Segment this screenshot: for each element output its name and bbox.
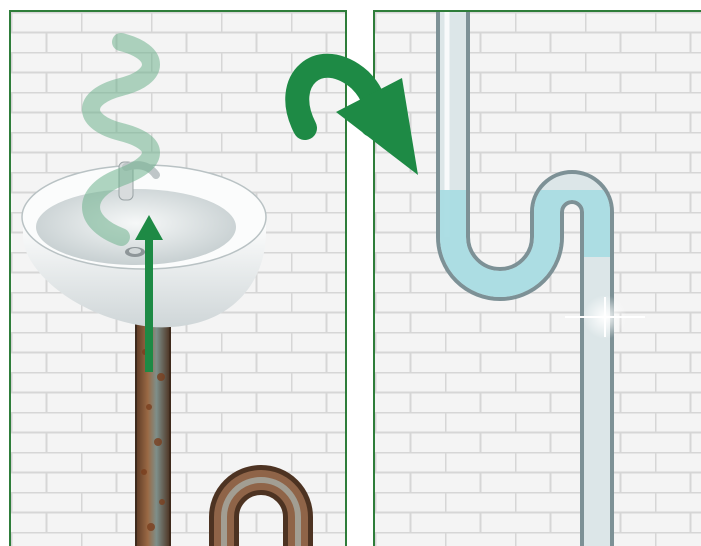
right-panel-clean-trap	[373, 10, 701, 546]
left-panel-art	[11, 12, 347, 546]
left-panel-dirty-drain	[9, 10, 347, 546]
right-panel-art	[375, 12, 701, 546]
